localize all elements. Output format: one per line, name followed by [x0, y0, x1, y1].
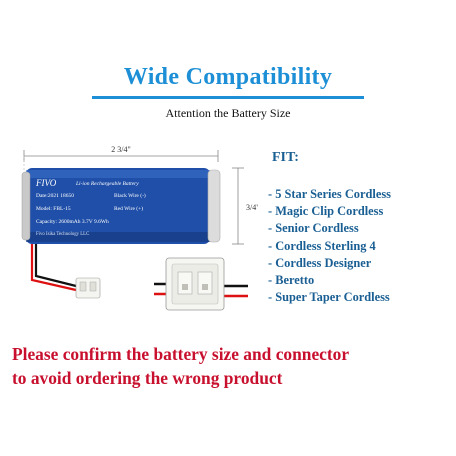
length-dimension: 2 3/4": [23, 145, 219, 170]
warning-line-2: to avoid ordering the wrong product: [12, 368, 283, 388]
page-title: Wide Compatibility: [123, 64, 333, 90]
title-underline: [92, 96, 364, 99]
battery-red-wire: Red Wire (+): [114, 205, 143, 212]
battery-illustration: 2 3/4" 3/4" FIVO Li-ion Rechargeable Bat…: [21, 145, 258, 311]
warning-message: Please confirm the battery size and conn…: [12, 342, 448, 390]
small-connector: [75, 277, 101, 299]
list-item: - Magic Clip Cordless: [268, 204, 384, 219]
list-item: - 5 Star Series Cordless: [268, 187, 391, 201]
list-item: - Cordless Sterling 4: [268, 238, 376, 253]
diameter-dimension: 3/4": [232, 167, 258, 245]
list-item: - Cordless Designer: [268, 255, 372, 270]
battery-maker: Fivo Isika Technology LLC: [36, 232, 89, 237]
battery-type: Li-ion Rechargeable Battery: [75, 181, 139, 187]
diameter-label: 3/4": [246, 203, 258, 212]
battery-date: Date:2021 18650: [36, 193, 74, 199]
fit-label: FIT:: [272, 150, 299, 165]
length-label: 2 3/4": [111, 145, 131, 154]
battery-black-wire: Black Wire (-): [114, 192, 146, 199]
battery-model: Model: FBL-15: [36, 206, 71, 212]
list-item: - Senior Cordless: [268, 221, 359, 236]
page-subtitle: Attention the Battery Size: [165, 106, 291, 120]
warning-line-1: Please confirm the battery size and conn…: [12, 344, 350, 364]
list-item: - Super Taper Cordless: [268, 290, 390, 305]
battery-cell: FIVO Li-ion Rechargeable Battery Date:20…: [21, 168, 221, 244]
battery-brand: FIVO: [35, 178, 57, 188]
large-connector: [154, 257, 248, 311]
list-item: - Beretto: [268, 273, 315, 288]
compatibility-list: - 5 Star Series Cordless - Magic Clip Co…: [268, 186, 391, 306]
battery-wires: [30, 244, 77, 292]
battery-capacity: Capacity: 2600mAh 3.7V 9.6Wh: [36, 219, 109, 225]
